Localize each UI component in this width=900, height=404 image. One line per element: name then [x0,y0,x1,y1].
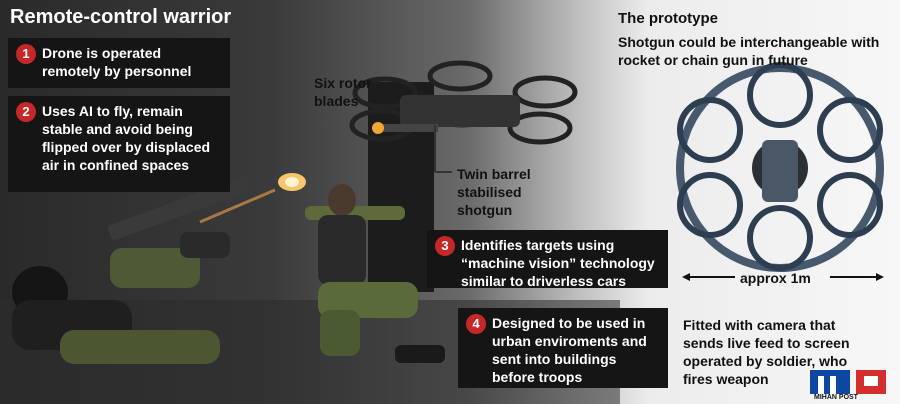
rotor-label: Six rotor blades [314,75,372,109]
info-text-2: Uses AI to fly, remain stable and avoid … [42,103,211,173]
size-label: approx 1m [740,270,811,286]
soldier-kneeling [305,184,445,363]
info-box-2: 2 Uses AI to fly, remain stable and avoi… [8,96,230,192]
number-badge: 4 [466,314,486,334]
mihan-post-logo [810,370,886,394]
info-text-3: Identifies targets using “machine vision… [461,237,655,289]
camera-description: Fitted with camera that sends live feed … [683,317,850,387]
soldier-lying [12,175,253,364]
info-box-1: 1 Drone is operated remotely by personne… [8,38,230,88]
prototype-description: Shotgun could be interchangeable with ro… [618,34,880,68]
page-title: Remote-control warrior [10,6,232,28]
info-box-4: 4 Designed to be used in urban enviromen… [458,308,668,388]
number-badge: 3 [435,236,455,256]
number-badge: 2 [16,102,36,122]
muzzle-flash [199,173,306,224]
size-arrow [682,273,884,281]
drone-illustration [349,60,578,145]
number-badge: 1 [16,44,36,64]
logo-text: MIHAN POST [814,394,858,401]
prototype-drone-illustration [676,62,884,272]
barrel-label: Twin barrel stabilised shotgun [457,166,531,218]
info-text-1: Drone is operated remotely by personnel [42,45,192,79]
prototype-title: The prototype [618,10,718,27]
info-text-4: Designed to be used in urban enviroments… [492,315,647,385]
info-box-3: 3 Identifies targets using “machine visi… [427,230,668,289]
